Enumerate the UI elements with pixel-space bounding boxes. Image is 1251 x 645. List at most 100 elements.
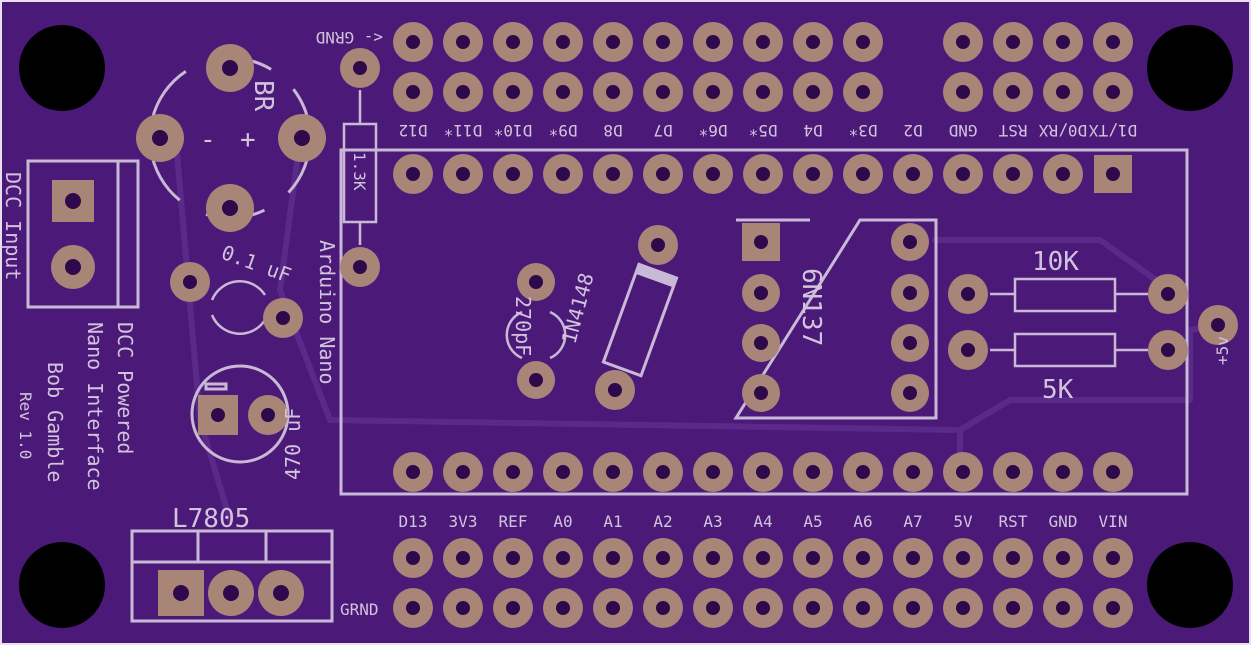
nano-pin-top-D6*-hole	[706, 167, 720, 181]
header-pad-top-outer-5-hole	[656, 35, 670, 49]
r-5k-label: 5K	[1042, 375, 1074, 405]
nano-pin-bottom-A0-hole	[556, 465, 570, 479]
nano-pin-top-D5*-hole	[756, 167, 770, 181]
diode-1n4148: 1N4148	[557, 225, 679, 410]
header-pad-bottom-inner-10-hole	[906, 551, 920, 565]
capacitor-270pf: 270pF	[505, 263, 567, 399]
br-plus-label: +	[240, 125, 256, 155]
header-row-bottom-outer	[393, 588, 1133, 628]
header-pad-top-outer-12-hole	[1006, 35, 1020, 49]
top-pin-label-4: D8	[603, 121, 622, 140]
header-pad-top-outer-8-hole	[806, 35, 820, 49]
grnd-top-label: <- GRND	[316, 28, 383, 47]
grnd-bottom-label: GRND	[340, 600, 379, 619]
br-label: BR	[248, 80, 278, 112]
title-block: DCC Powered Nano Interface Bob Gamble Re…	[16, 322, 137, 491]
bottom-pin-label-0: D13	[399, 512, 428, 531]
top-pin-label-12: RST	[998, 121, 1027, 140]
header-pad-bottom-outer-11-hole	[956, 601, 970, 615]
dcc-input-terminal: DCC Input	[1, 159, 140, 309]
header-pad-top-inner-3-hole	[556, 85, 570, 99]
header-pad-top-inner-0-hole	[406, 85, 420, 99]
header-pad-top-inner-9-hole	[856, 85, 870, 99]
bottom-pin-label-2: REF	[499, 512, 528, 531]
top-pin-label-0: D12	[399, 121, 428, 140]
nano-pin-bottom-D13-hole	[406, 465, 420, 479]
header-pad-top-outer-4-hole	[606, 35, 620, 49]
top-pin-label-11: GND	[949, 121, 978, 140]
nano-pins-top	[393, 154, 1132, 194]
bottom-pin-label-4: A1	[603, 512, 622, 531]
cap-470uf-label: 470 uF	[281, 408, 305, 480]
header-pad-bottom-inner-14-hole	[1106, 551, 1120, 565]
mounting-hole-top-right	[1147, 25, 1233, 111]
nano-pin-top-GND-hole	[956, 167, 970, 181]
regulator-label: L7805	[172, 504, 250, 534]
header-pad-bottom-inner-8-hole	[806, 551, 820, 565]
top-pin-label-2: D10*	[494, 121, 533, 140]
header-pad-bottom-inner-9-hole	[856, 551, 870, 565]
header-pad-top-outer-9-hole	[856, 35, 870, 49]
revision-label: Rev 1.0	[16, 392, 35, 459]
header-pad-top-inner-2-hole	[506, 85, 520, 99]
bottom-pin-label-1: 3V3	[449, 512, 478, 531]
bottom-pin-label-10: A7	[903, 512, 922, 531]
resistor-5k: 5K	[948, 330, 1188, 405]
nano-pin-top-RST-hole	[1006, 167, 1020, 181]
header-pad-top-inner-7-hole	[756, 85, 770, 99]
header-pad-top-inner-5-hole	[656, 85, 670, 99]
r-10k-label: 10K	[1032, 247, 1079, 277]
header-pad-bottom-outer-4-hole	[606, 601, 620, 615]
header-pad-top-outer-14-hole	[1106, 35, 1120, 49]
plus5v-label: +5v	[1213, 336, 1232, 365]
mounting-hole-bottom-right	[1147, 542, 1233, 628]
header-pad-bottom-inner-5-hole	[656, 551, 670, 565]
top-pin-label-6: D6*	[699, 121, 728, 140]
header-pad-bottom-outer-1-hole	[456, 601, 470, 615]
header-pad-bottom-inner-7-hole	[756, 551, 770, 565]
author-label: Bob Gamble	[43, 362, 67, 482]
nano-pin-top-D7-hole	[656, 167, 670, 181]
header-pad-top-outer-11-hole	[956, 35, 970, 49]
nano-pin-bottom-VIN-hole	[1106, 465, 1120, 479]
nano-pins-bottom	[393, 452, 1133, 492]
header-pad-bottom-inner-4-hole	[606, 551, 620, 565]
nano-pin-bottom-A3-hole	[706, 465, 720, 479]
nano-pin-top-D2-hole	[906, 167, 920, 181]
header-pad-top-outer-1-hole	[456, 35, 470, 49]
header-pad-bottom-outer-8-hole	[806, 601, 820, 615]
header-pad-bottom-inner-1-hole	[456, 551, 470, 565]
header-pad-top-inner-13-hole	[1056, 85, 1070, 99]
nano-pin-bottom-A1-hole	[606, 465, 620, 479]
bridge-rectifier: BR + -	[136, 44, 326, 232]
nano-pin-top-D10*-hole	[506, 167, 520, 181]
header-pad-bottom-outer-0-hole	[406, 601, 420, 615]
header-pad-bottom-outer-13-hole	[1056, 601, 1070, 615]
bottom-pin-label-6: A3	[703, 512, 722, 531]
nano-pin-bottom-A4-hole	[756, 465, 770, 479]
header-pad-top-outer-2-hole	[506, 35, 520, 49]
header-pad-top-inner-1-hole	[456, 85, 470, 99]
header-pad-bottom-outer-14-hole	[1106, 601, 1120, 615]
regulator-l7805: L7805	[130, 504, 334, 623]
header-pad-bottom-outer-9-hole	[856, 601, 870, 615]
mounting-hole-bottom-left	[19, 542, 105, 628]
top-pin-label-14: D1/TX	[1089, 121, 1138, 140]
header-pad-bottom-inner-2-hole	[506, 551, 520, 565]
header-pad-top-outer-7-hole	[756, 35, 770, 49]
nano-pin-bottom-REF-hole	[506, 465, 520, 479]
header-row-top-inner	[393, 72, 1133, 112]
arduino-nano-outline	[339, 148, 1189, 496]
header-pad-bottom-inner-11-hole	[956, 551, 970, 565]
capacitor-470uf: 470 uF	[190, 364, 305, 480]
nano-pin-top-D0/RX-hole	[1056, 167, 1070, 181]
top-pin-label-5: D7	[653, 121, 672, 140]
dcc-input-label: DCC Input	[1, 172, 25, 280]
header-pad-top-inner-6-hole	[706, 85, 720, 99]
header-pad-top-inner-12-hole	[1006, 85, 1020, 99]
nano-pin-bottom-5V-hole	[956, 465, 970, 479]
header-pad-bottom-inner-3-hole	[556, 551, 570, 565]
header-pad-top-outer-0-hole	[406, 35, 420, 49]
